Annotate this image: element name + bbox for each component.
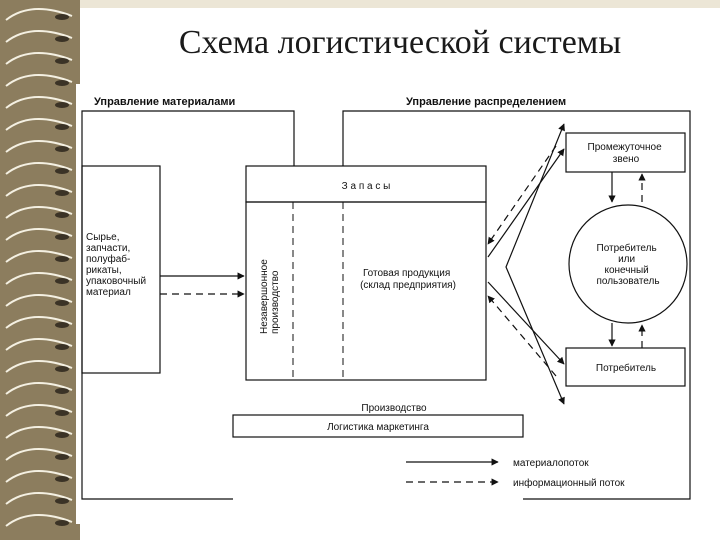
feather-stroke — [5, 139, 73, 153]
feather-tip — [55, 476, 69, 482]
feather-stroke — [5, 513, 73, 527]
info-flow-from-consumer — [487, 295, 557, 377]
feather-stroke — [5, 29, 73, 43]
feather-stroke — [5, 337, 73, 351]
materials-frame — [81, 110, 295, 500]
diagram-panel: Управление материалами Управление распре… — [76, 84, 696, 524]
feather-stroke — [5, 95, 73, 109]
legend-info-label: информационный поток — [513, 477, 625, 489]
legend-material-label: материалопоток — [513, 458, 589, 469]
feather-stroke — [5, 293, 73, 307]
production-label: Производство — [361, 403, 427, 414]
feather-stroke — [5, 183, 73, 197]
feather-stroke — [5, 51, 73, 65]
distribution-frame — [342, 110, 691, 500]
feather-stroke — [5, 359, 73, 373]
feather-tip — [55, 388, 69, 394]
feather-tip — [55, 124, 69, 130]
feather-stroke — [5, 271, 73, 285]
feather-tip — [55, 58, 69, 64]
raw-material-box — [81, 165, 161, 374]
feather-tip — [55, 190, 69, 196]
feather-tip — [55, 36, 69, 42]
info-flow-from-intermediate — [487, 145, 557, 245]
feather-tip — [55, 234, 69, 240]
feather-pattern — [5, 7, 73, 527]
intermediate-box — [565, 132, 686, 173]
feather-stroke — [5, 205, 73, 219]
decorative-side-strip — [0, 0, 80, 540]
feather-tip — [55, 212, 69, 218]
end-consumer-label: Потребитель или конечный пользователь — [596, 242, 659, 287]
feather-tip — [55, 410, 69, 416]
feather-tip — [55, 278, 69, 284]
material-flow-to-consumer — [487, 281, 565, 365]
consumer-box — [565, 347, 686, 387]
feather-stroke — [5, 249, 73, 263]
intermediate-label: Промежуточное звено — [588, 142, 665, 165]
slide-title: Схема логистической системы — [178, 24, 622, 61]
feather-tip — [55, 14, 69, 20]
feather-tip — [55, 432, 69, 438]
feather-stroke — [5, 403, 73, 417]
feather-tip — [55, 498, 69, 504]
feather-tip — [55, 146, 69, 152]
logistics-marketing-label: Логистика маркетинга — [327, 422, 429, 433]
raw-material-label: Сырье, запчасти, полуфаб- рикаты, упаков… — [86, 232, 149, 298]
feather-tip — [55, 366, 69, 372]
end-consumer-circle — [568, 204, 688, 324]
feather-tip — [55, 168, 69, 174]
header-materials: Управление материалами — [94, 96, 235, 108]
feather-tip — [55, 80, 69, 86]
feather-stroke — [5, 73, 73, 87]
finished-goods-label: Готовая продукция (склад предприятия) — [360, 268, 456, 291]
feather-stroke — [5, 447, 73, 461]
feather-tip — [55, 102, 69, 108]
feather-stroke — [5, 425, 73, 439]
feather-tip — [55, 344, 69, 350]
logistics-marketing-box — [232, 414, 524, 438]
feather-tip — [55, 454, 69, 460]
chevron-outer — [505, 123, 565, 405]
feather-tip — [55, 322, 69, 328]
warehouse-box — [245, 201, 487, 381]
feather-stroke — [5, 491, 73, 505]
logistics-diagram: Управление материалами Управление распре… — [81, 96, 691, 500]
feather-stroke — [5, 469, 73, 483]
feather-stroke — [5, 7, 73, 21]
feather-tip — [55, 300, 69, 306]
feather-stroke — [5, 161, 73, 175]
material-flow-to-intermediate — [487, 148, 565, 258]
feather-stroke — [5, 381, 73, 395]
header-distribution: Управление распределением — [406, 96, 566, 108]
feather-stroke — [5, 227, 73, 241]
feather-tip — [55, 520, 69, 526]
stocks-label: З а п а с ы — [342, 181, 391, 192]
feather-stroke — [5, 117, 73, 131]
feather-stroke — [5, 315, 73, 329]
slide-frame — [80, 0, 720, 8]
wip-label: Незавершонное производство — [259, 256, 281, 334]
feather-tip — [55, 256, 69, 262]
consumer-label: Потребитель — [596, 362, 656, 374]
